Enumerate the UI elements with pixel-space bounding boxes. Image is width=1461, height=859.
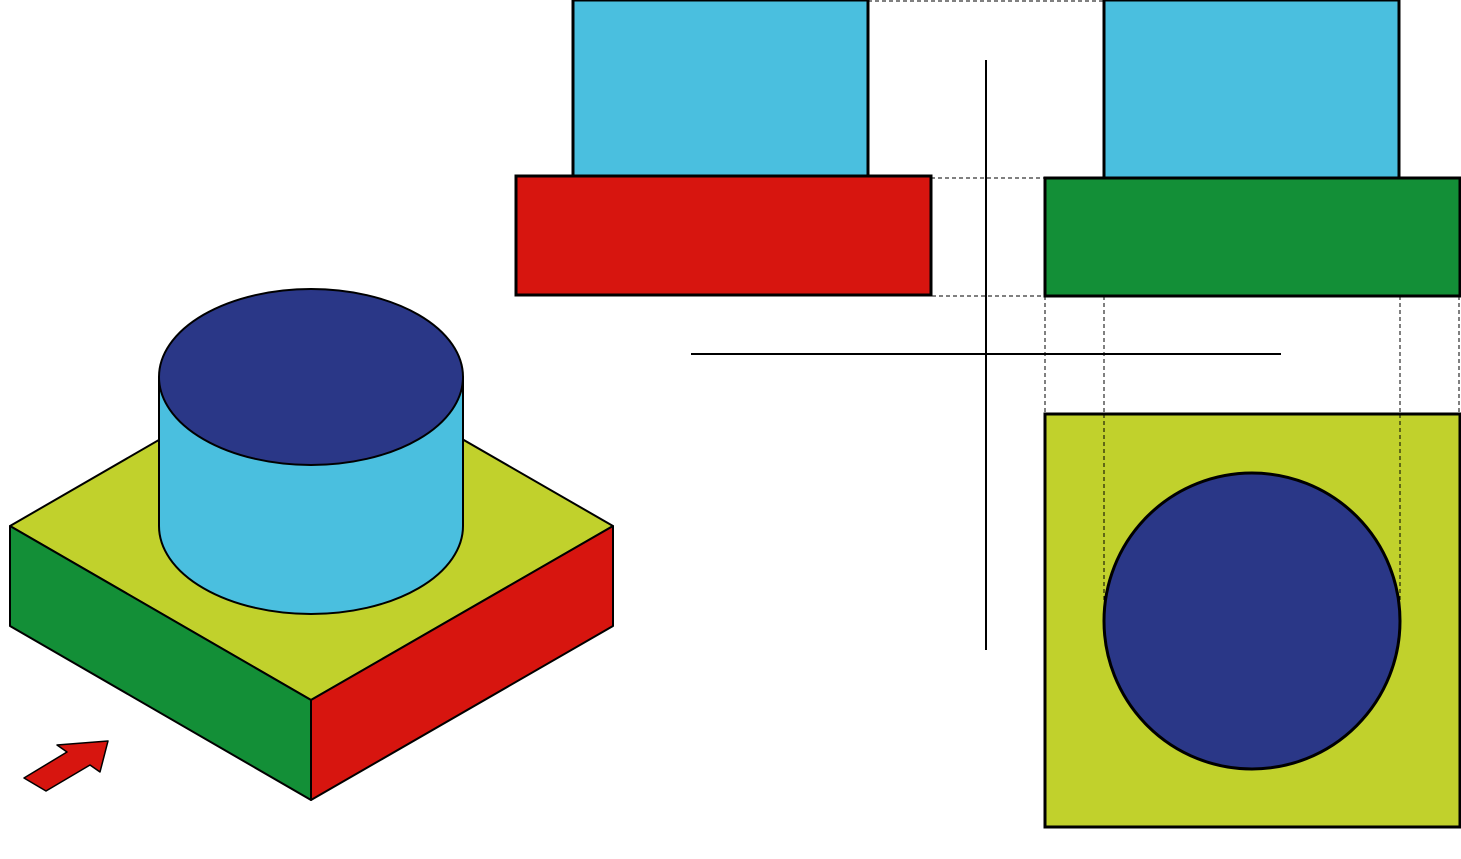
side-box xyxy=(1043,176,1461,298)
view-direction-arrow-icon xyxy=(23,740,109,792)
box-right-face xyxy=(310,525,614,801)
top-view xyxy=(1043,412,1461,829)
front-cylinder xyxy=(571,0,870,178)
isometric-view xyxy=(9,288,614,801)
cylinder-top xyxy=(158,288,464,466)
side-cylinder xyxy=(1102,0,1401,180)
side-view xyxy=(1043,0,1461,298)
front-box xyxy=(514,174,933,297)
projection-axes xyxy=(691,60,1281,650)
front-view xyxy=(514,0,933,297)
top-cylinder xyxy=(1102,471,1402,771)
